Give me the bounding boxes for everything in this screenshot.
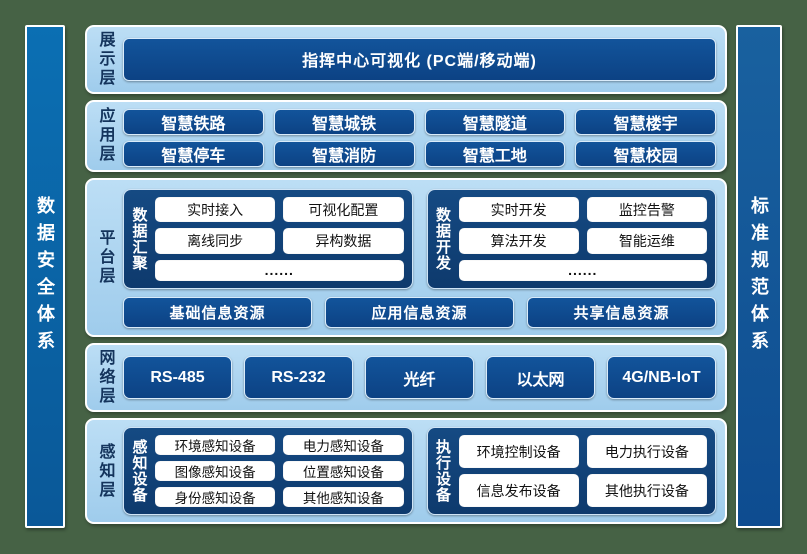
bar-application-info-resources: 应用信息资源 [325, 297, 514, 329]
platform-layer-content: 数据汇聚 实时接入 可视化配置 离线同步 异构数据 ...... 数据开发 [122, 180, 725, 335]
capability-heterogeneous-data: 异构数据 [283, 228, 404, 254]
perception-layer-label: 感知层 [96, 442, 114, 500]
app-block-smart-campus: 智慧校园 [575, 140, 716, 167]
pillar-data-security-label: 数据安全体系 [35, 195, 55, 358]
app-block-smart-railway: 智慧铁路 [123, 108, 264, 135]
app-block-smart-parking: 智慧停车 [123, 140, 264, 167]
device-location-sensing: 位置感知设备 [283, 461, 404, 481]
network-block-rs232: RS-232 [244, 356, 353, 399]
data-development-grid: 实时开发 监控告警 算法开发 智能运维 ...... [458, 196, 707, 282]
data-development-more: ...... [458, 259, 707, 282]
data-aggregation-label: 数据汇聚 [130, 207, 148, 271]
network-layer-content: RS-485 RS-232 光纤 以太网 4G/NB-IoT [122, 345, 725, 410]
network-block-4g-nbiot: 4G/NB-IoT [607, 356, 716, 399]
group-data-aggregation: 数据汇聚 实时接入 可视化配置 离线同步 异构数据 ...... [123, 188, 413, 290]
capability-realtime-development: 实时开发 [458, 196, 579, 223]
app-block-smart-worksite: 智慧工地 [424, 140, 566, 167]
row-application-layer: 应用层 智慧铁路 智慧城铁 智慧隧道 智慧楼宇 智慧停车 智慧消防 智慧工地 智… [85, 99, 727, 172]
row-perception-layer: 感知层 感知设备 环境感知设备 电力感知设备 图像感知设备 位置感知设备 身份感… [85, 418, 727, 524]
data-development-label: 数据开发 [434, 207, 451, 271]
capability-offline-sync: 离线同步 [155, 228, 276, 254]
data-aggregation-more: ...... [155, 259, 404, 282]
device-environment-sensing: 环境感知设备 [155, 435, 276, 455]
bar-shared-info-resources: 共享信息资源 [527, 297, 716, 329]
capability-visual-config: 可视化配置 [283, 196, 404, 223]
row-network-layer: 网络层 RS-485 RS-232 光纤 以太网 4G/NB-IoT [85, 343, 727, 412]
capability-algorithm-development: 算法开发 [458, 228, 579, 254]
application-layer-content: 智慧铁路 智慧城铁 智慧隧道 智慧楼宇 智慧停车 智慧消防 智慧工地 智慧校园 [122, 102, 725, 170]
row-display-layer: 展示层 指挥中心可视化 (PC端/移动端) [85, 25, 727, 94]
device-environment-control: 环境控制设备 [458, 435, 579, 468]
device-info-publishing: 信息发布设备 [458, 474, 579, 507]
network-block-fiber: 光纤 [365, 356, 474, 399]
sensing-devices-grid: 环境感知设备 电力感知设备 图像感知设备 位置感知设备 身份感知设备 其他感知设… [155, 435, 404, 507]
network-block-rs485: RS-485 [123, 356, 232, 399]
network-block-ethernet: 以太网 [486, 356, 595, 399]
app-block-smart-tunnel: 智慧隧道 [424, 108, 566, 135]
platform-groups: 数据汇聚 实时接入 可视化配置 离线同步 异构数据 ...... 数据开发 [123, 188, 716, 290]
row-platform-layer: 平台层 数据汇聚 实时接入 可视化配置 离线同步 异构数据 ...... [85, 177, 727, 338]
device-other-execution: 其他执行设备 [586, 474, 707, 507]
group-execution-devices: 执行设备 环境控制设备 电力执行设备 信息发布设备 其他执行设备 [426, 427, 716, 515]
display-layer-content: 指挥中心可视化 (PC端/移动端) [122, 27, 725, 92]
app-block-smart-firefighting: 智慧消防 [273, 140, 415, 167]
display-layer-label: 展示层 [96, 30, 114, 88]
execution-devices-grid: 环境控制设备 电力执行设备 信息发布设备 其他执行设备 [458, 435, 707, 507]
command-center-title-box: 指挥中心可视化 (PC端/移动端) [123, 38, 716, 81]
data-aggregation-grid: 实时接入 可视化配置 离线同步 异构数据 ...... [155, 196, 404, 282]
device-other-sensing: 其他感知设备 [283, 487, 404, 507]
network-layer-label: 网络层 [96, 349, 114, 407]
pillar-data-security: 数据安全体系 [25, 25, 65, 528]
app-block-smart-building: 智慧楼宇 [575, 108, 716, 135]
device-identity-sensing: 身份感知设备 [155, 487, 276, 507]
device-image-sensing: 图像感知设备 [155, 461, 276, 481]
sensing-devices-label: 感知设备 [130, 439, 148, 503]
device-power-execution: 电力执行设备 [586, 435, 707, 468]
execution-devices-label: 执行设备 [434, 439, 451, 503]
platform-layer-label: 平台层 [96, 229, 114, 286]
capability-monitoring-alert: 监控告警 [586, 196, 707, 223]
group-sensing-devices: 感知设备 环境感知设备 电力感知设备 图像感知设备 位置感知设备 身份感知设备 … [123, 427, 413, 515]
pillar-standards-label: 标准规范体系 [749, 195, 769, 358]
application-layer-label: 应用层 [96, 107, 114, 165]
capability-realtime-access: 实时接入 [155, 196, 276, 223]
pillar-standards: 标准规范体系 [736, 25, 782, 528]
app-block-smart-metro: 智慧城铁 [273, 108, 415, 135]
layer-rows: 展示层 指挥中心可视化 (PC端/移动端) 应用层 智慧铁路 智慧城铁 智慧隧道… [85, 25, 727, 524]
capability-intelligent-ops: 智能运维 [586, 228, 707, 254]
device-power-sensing: 电力感知设备 [283, 435, 404, 455]
resource-bars: 基础信息资源 应用信息资源 共享信息资源 [123, 297, 716, 329]
bar-basic-info-resources: 基础信息资源 [123, 297, 312, 329]
group-data-development: 数据开发 实时开发 监控告警 算法开发 智能运维 ...... [426, 188, 716, 290]
perception-layer-content: 感知设备 环境感知设备 电力感知设备 图像感知设备 位置感知设备 身份感知设备 … [122, 420, 725, 522]
